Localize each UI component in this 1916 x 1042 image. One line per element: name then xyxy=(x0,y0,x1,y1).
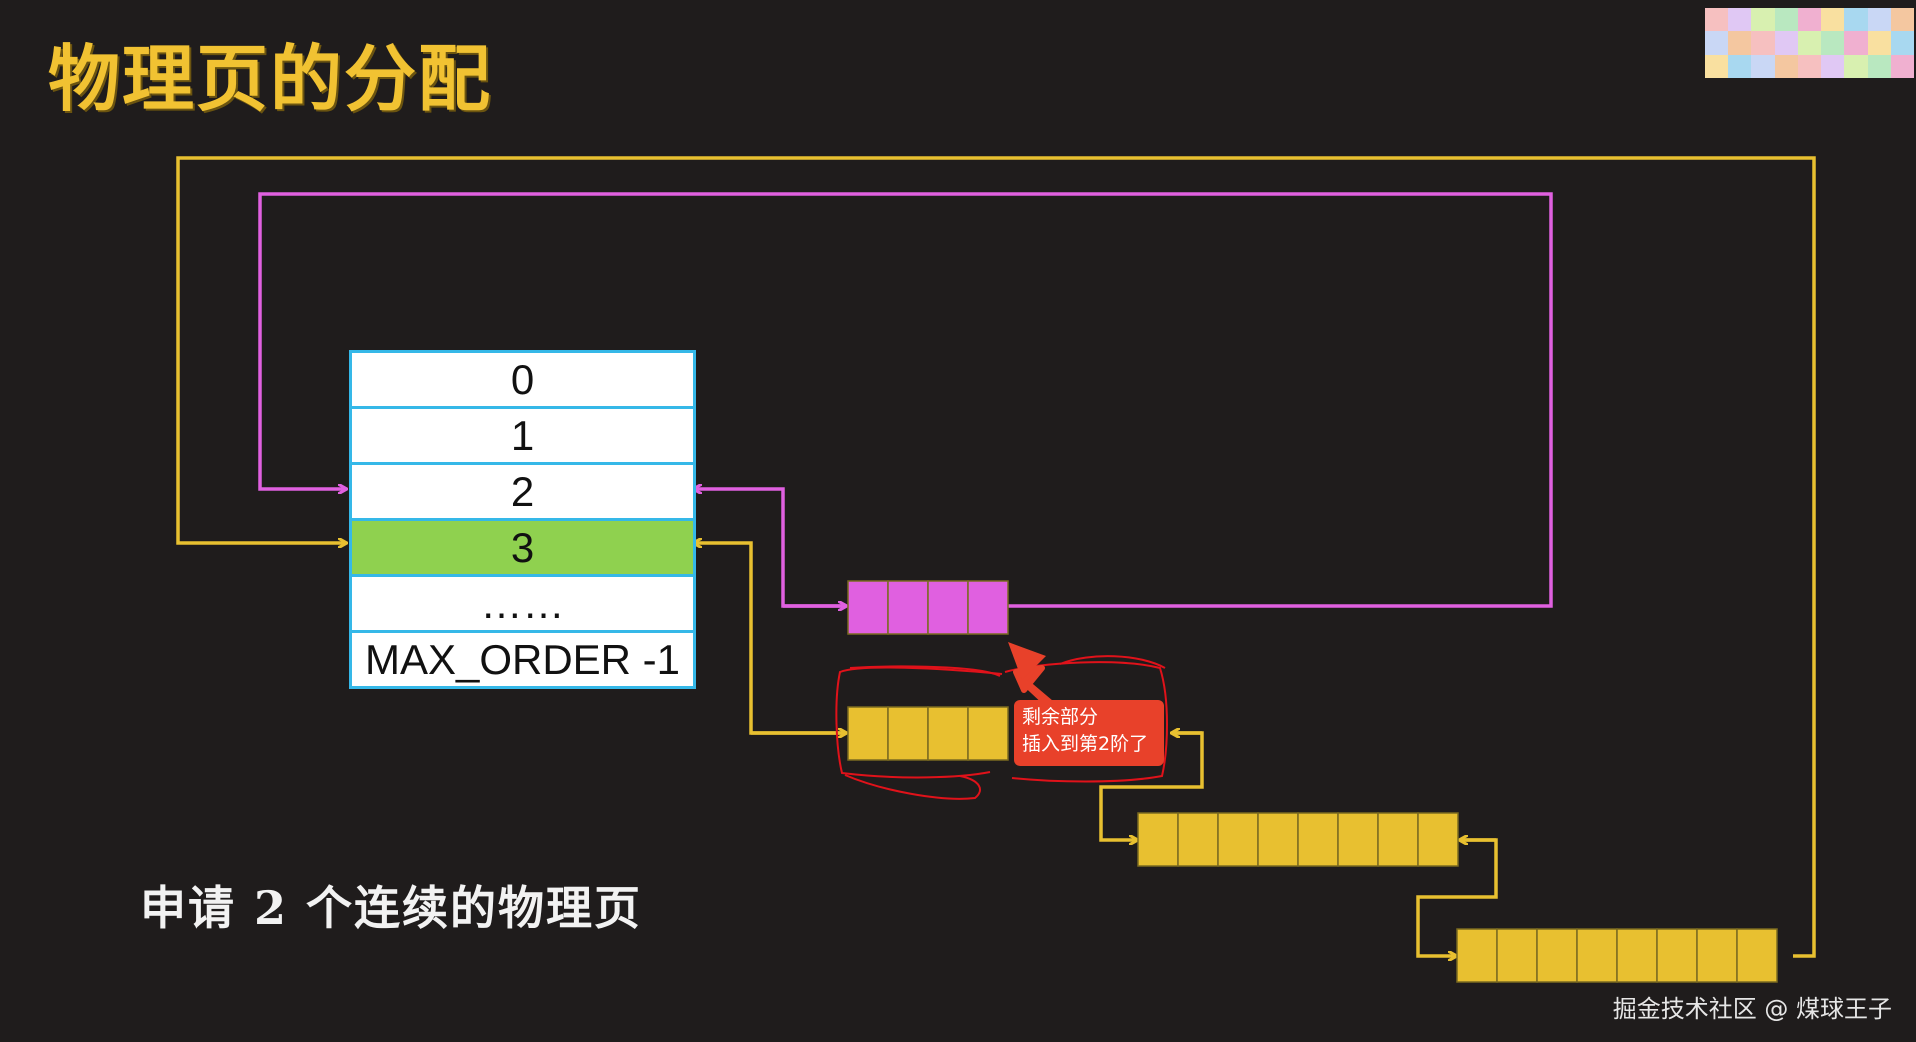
page-cell xyxy=(1417,812,1459,867)
corner-mosaic-icon xyxy=(1705,8,1914,78)
page-cell xyxy=(1656,928,1698,983)
yellow-page-block-large xyxy=(1456,928,1778,983)
page-cell xyxy=(1297,812,1339,867)
order-row-5: MAX_ORDER -1 xyxy=(364,635,681,683)
page-cell xyxy=(887,706,929,761)
slide-title: 物理页的分配 xyxy=(48,36,493,121)
page-cell xyxy=(1257,812,1299,867)
page-cell xyxy=(1217,812,1259,867)
page-cell xyxy=(967,580,1009,635)
order-row-1: 1 xyxy=(352,409,693,465)
page-cell xyxy=(1536,928,1578,983)
page-cell xyxy=(1456,928,1498,983)
yellow-page-block xyxy=(847,706,1009,761)
page-cell xyxy=(1177,812,1219,867)
page-cell xyxy=(1377,812,1419,867)
page-cell xyxy=(927,706,969,761)
page-cell xyxy=(967,706,1009,761)
page-cell xyxy=(1496,928,1538,983)
watermark: 掘金技术社区 @ 煤球王子 xyxy=(1612,995,1892,1023)
note-line-2: 插入到第2阶了 xyxy=(1022,733,1149,755)
page-cell xyxy=(847,580,889,635)
remainder-note: 剩余部分 插入到第2阶了 xyxy=(1014,700,1164,766)
order-row-0: 0 xyxy=(352,353,693,409)
order-row-4: …… xyxy=(352,577,693,633)
page-cell xyxy=(1576,928,1618,983)
page-cell xyxy=(887,580,929,635)
page-cell xyxy=(847,706,889,761)
order-row-2: 2 xyxy=(352,465,693,521)
order-row-3: 3 xyxy=(352,521,693,577)
note-line-1: 剩余部分 xyxy=(1022,706,1099,728)
yellow-page-block-large xyxy=(1137,812,1459,867)
page-cell xyxy=(1337,812,1379,867)
yellow-inner-link xyxy=(694,543,846,735)
page-cell xyxy=(1616,928,1658,983)
slide-caption: 申请 2 个连续的物理页 xyxy=(140,881,643,935)
page-cell xyxy=(927,580,969,635)
page-cell xyxy=(1137,812,1179,867)
pink-inner-link xyxy=(694,489,846,608)
yellow-outer-link xyxy=(176,156,1816,958)
page-cell xyxy=(1696,928,1738,983)
pink-page-block xyxy=(847,580,1009,635)
pink-outer-link xyxy=(258,192,1553,608)
page-cell xyxy=(1736,928,1778,983)
